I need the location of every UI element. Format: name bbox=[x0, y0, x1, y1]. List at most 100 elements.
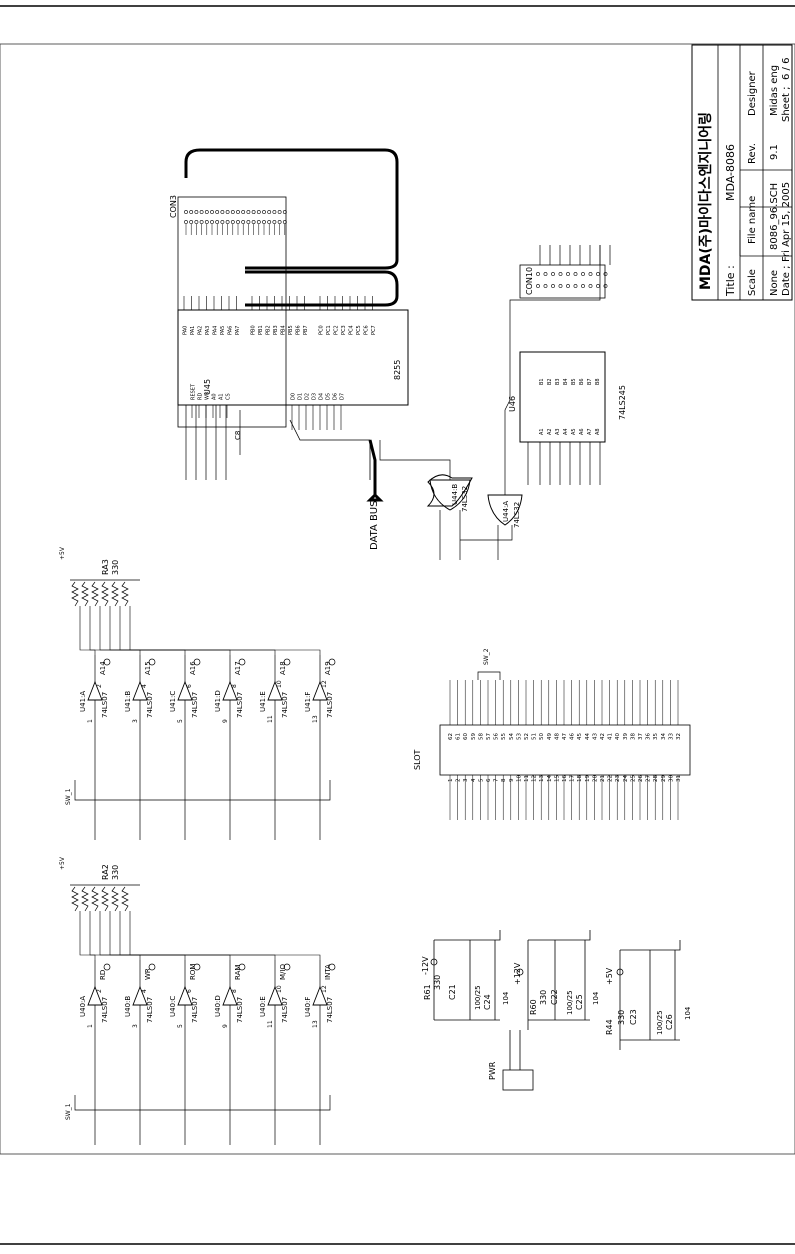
u44b-label: U44:B bbox=[451, 484, 459, 505]
gate-name: U40:C bbox=[169, 996, 177, 1017]
con3-pin bbox=[220, 210, 225, 214]
ra3-label: RA3 bbox=[101, 559, 110, 575]
u45-pin-pb: PB4 bbox=[281, 325, 287, 335]
con10-label: CON10 bbox=[525, 267, 534, 295]
con3-pin bbox=[277, 210, 282, 214]
con10-pin bbox=[581, 272, 585, 276]
slot-pin-left: 12 bbox=[532, 775, 538, 782]
gate-pin-out: 12 bbox=[321, 985, 328, 993]
slot-pin-left: 24 bbox=[623, 775, 629, 782]
slot-pin-left: 6 bbox=[486, 778, 492, 782]
u45-pin-data: D4 bbox=[319, 393, 325, 400]
file-value: 8086_96.SCH bbox=[769, 183, 780, 250]
slot-pin-left: 4 bbox=[471, 778, 477, 782]
gate-pin-out: 6 bbox=[186, 684, 193, 688]
gate-part: 74LS07 bbox=[326, 692, 334, 718]
slot-pin-right: 46 bbox=[570, 733, 576, 740]
gate-pin-in: 9 bbox=[222, 719, 229, 723]
scale-label: Scale bbox=[747, 269, 758, 296]
con10-pin bbox=[536, 284, 540, 288]
c21-label: C21 bbox=[448, 984, 457, 1000]
gate-part: 74LS07 bbox=[101, 997, 109, 1023]
gate-pin-in: 11 bbox=[267, 715, 274, 723]
gate-output-signal: A14 bbox=[99, 661, 107, 675]
ra3-value: 330 bbox=[111, 560, 120, 575]
u45-label: U45 bbox=[203, 379, 212, 395]
u45-pin-ctrl: RESET bbox=[191, 383, 197, 400]
r60-value: 330 bbox=[539, 990, 548, 1005]
u46-pin-a: A4 bbox=[563, 428, 569, 435]
resistor-element bbox=[71, 581, 79, 607]
gate-pin-out: 4 bbox=[141, 989, 148, 993]
u45-pin-ctrl: A0 bbox=[212, 393, 218, 400]
con3-pin bbox=[225, 220, 230, 224]
u46-label: U46 bbox=[508, 396, 517, 412]
u45-pin-ctrl: CS bbox=[226, 393, 232, 400]
slot-pin-left: 26 bbox=[638, 775, 644, 782]
gate-part: 74LS07 bbox=[281, 692, 289, 718]
gate-output-signal: A18 bbox=[279, 661, 287, 675]
ra2-label: RA2 bbox=[101, 864, 110, 880]
data-bus-line bbox=[366, 439, 384, 502]
u46-pin-b: B5 bbox=[571, 378, 577, 385]
r44-label: R44 bbox=[605, 1019, 614, 1035]
gate-pin-out: 4 bbox=[141, 684, 148, 688]
gate-pin-in: 5 bbox=[177, 719, 184, 723]
con3-pin bbox=[194, 220, 199, 224]
date-value: Fri Apr 15, 2005 bbox=[781, 182, 792, 262]
u46-pin-a: A7 bbox=[587, 428, 593, 435]
ra2-resistor-array: RA2 330 +5V bbox=[59, 856, 140, 912]
slot-pin-left: 9 bbox=[509, 778, 515, 782]
slot-pin-right: 62 bbox=[448, 733, 454, 740]
con10-lines bbox=[539, 245, 611, 265]
u45-pin-ctrl: A1 bbox=[219, 393, 225, 400]
rev-value: 9.1 bbox=[769, 144, 780, 160]
slot-pin-right: 45 bbox=[577, 733, 583, 740]
slot-pin-right: 54 bbox=[509, 733, 515, 740]
slot-pin-left: 20 bbox=[592, 775, 598, 782]
gate-part: 74LS07 bbox=[146, 997, 154, 1023]
gate-pin-out: 6 bbox=[186, 989, 193, 993]
data-bus-label: DATA BUS bbox=[369, 501, 380, 550]
slot-pin-right: 44 bbox=[585, 733, 591, 740]
con3-pin bbox=[189, 220, 194, 224]
con10-pin bbox=[551, 284, 555, 288]
gate-name: U41:A bbox=[79, 691, 87, 712]
u45-pin-data: D2 bbox=[305, 393, 311, 400]
slot-pin-left: 19 bbox=[585, 775, 591, 782]
con3-pin bbox=[251, 220, 256, 224]
u45-pin-data: D6 bbox=[333, 393, 339, 400]
u45-pin-pb: PB3 bbox=[273, 325, 279, 335]
u45-pin-pc: PC4 bbox=[349, 325, 355, 335]
gate-name: U41:B bbox=[124, 691, 132, 712]
r60-label: R60 bbox=[529, 999, 538, 1015]
u46-pin-b: B1 bbox=[539, 378, 545, 385]
u46-pin-b: B3 bbox=[555, 378, 561, 385]
slot-pin-left: 28 bbox=[653, 775, 659, 782]
con3-pin bbox=[210, 210, 214, 214]
u46-pin-b: B4 bbox=[563, 378, 569, 385]
u45-pin-pc: PC2 bbox=[334, 325, 340, 335]
con10-pin bbox=[558, 284, 563, 288]
rev-label: Rev. bbox=[747, 143, 758, 164]
u45-pin-data: D5 bbox=[326, 393, 332, 400]
gate-output-signal: WR bbox=[144, 968, 152, 980]
c23-label: C23 bbox=[629, 1009, 638, 1025]
con3-label: CON3 bbox=[169, 195, 178, 218]
gate-pin-in: 9 bbox=[222, 1024, 229, 1028]
sheet-label: Sheet ; bbox=[781, 87, 792, 122]
slot-pin-right: 56 bbox=[494, 733, 500, 740]
slot-pin-left: 7 bbox=[494, 778, 500, 782]
con10-pin bbox=[588, 272, 593, 276]
file-label: File name bbox=[747, 196, 758, 244]
slot-pin-left: 15 bbox=[554, 775, 560, 782]
c25-label: C25 bbox=[575, 994, 584, 1010]
ra2-value: 330 bbox=[111, 865, 120, 880]
u46-pin-a: A2 bbox=[547, 428, 553, 435]
slot-pin-right: 60 bbox=[463, 733, 469, 740]
con3-pin bbox=[277, 220, 282, 224]
